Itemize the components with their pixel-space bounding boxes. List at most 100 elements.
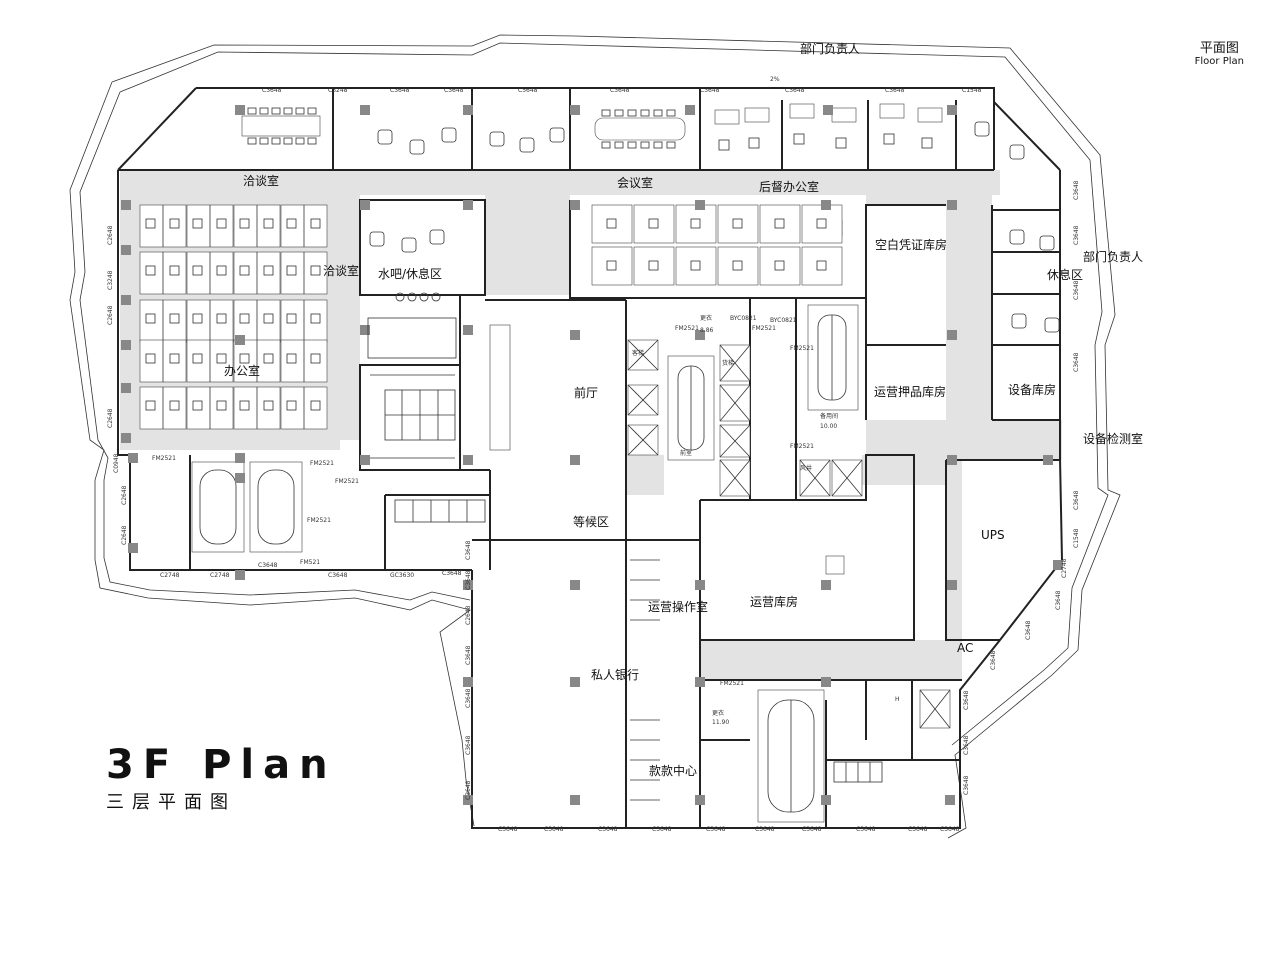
annotation-label: C3648: [465, 735, 472, 755]
chair-icon: [145, 400, 156, 411]
chair-icon: [732, 218, 743, 229]
chair-icon: [307, 137, 317, 145]
armchair-icon: [519, 137, 535, 153]
armchair-icon: [429, 229, 445, 245]
plan-title-en: 3F Plan: [106, 742, 337, 788]
chair-icon: [640, 109, 650, 117]
annotation-label: C3648: [963, 775, 970, 795]
column-marker: [695, 330, 705, 340]
label-dept-head-top: 部门负责人: [800, 41, 860, 56]
facade-outline: [69, 34, 1121, 839]
annotation-label: FM2521: [152, 455, 176, 462]
stool-icon: [407, 292, 417, 302]
armchair-icon: [549, 127, 565, 143]
label-cash-center: 款款中心: [649, 763, 697, 778]
chair-icon: [263, 400, 274, 411]
chair-icon: [263, 265, 274, 276]
chair-icon: [614, 141, 624, 149]
chair-icon: [283, 137, 293, 145]
label-meeting-room: 会议室: [617, 175, 653, 190]
chair-icon: [286, 353, 297, 364]
chair-icon: [793, 133, 805, 145]
chair-icon: [145, 313, 156, 324]
chair-icon: [921, 137, 933, 149]
annotation-label: 2%: [770, 76, 780, 83]
annotation-label: C3648: [908, 826, 928, 833]
chair-icon: [606, 218, 617, 229]
chair-icon: [169, 265, 180, 276]
label-waiting-area: 等候区: [573, 515, 609, 529]
floor-plan-title-en: Floor Plan: [1194, 56, 1244, 67]
label-backoffice: 后督办公室: [759, 179, 819, 194]
annotation-label: C3648: [706, 826, 726, 833]
desk-icon: [917, 107, 943, 123]
plan-title-block: 3F Plan 三层平面图: [106, 742, 337, 814]
label-blank-voucher-store: 空白凭证库房: [875, 237, 947, 252]
column-marker: [695, 580, 705, 590]
annotation-label: C5648: [518, 87, 538, 94]
annotation-label: C3648: [465, 780, 472, 800]
label-lobby: 前厅: [574, 385, 598, 400]
chair-icon: [648, 260, 659, 271]
chair-icon: [216, 313, 227, 324]
annotation-label: C3648: [1073, 490, 1080, 510]
column-marker: [570, 330, 580, 340]
annotation-label: C2648: [107, 408, 114, 428]
chair-icon: [263, 313, 274, 324]
toilet-stalls: [367, 317, 883, 801]
chair-icon: [310, 400, 321, 411]
annotation-label: C3648: [442, 570, 462, 577]
chair-icon: [259, 137, 269, 145]
column-marker: [121, 340, 131, 350]
label-private-bank: 私人银行: [591, 668, 639, 682]
column-marker: [121, 245, 131, 255]
chair-icon: [216, 400, 227, 411]
column-marker: [947, 200, 957, 210]
annotation-label: C0948: [113, 453, 120, 473]
chair-icon: [640, 141, 650, 149]
armchair-icon: [1039, 235, 1055, 251]
annotation-label: C3648: [390, 87, 410, 94]
annotation-label: C3648: [802, 826, 822, 833]
stool-icon: [431, 292, 441, 302]
armchair-icon: [489, 131, 505, 147]
annotation-label: FM2521: [752, 325, 776, 332]
annotation-label: C3648: [498, 826, 518, 833]
structural-columns: [121, 105, 1063, 805]
annotation-label: FM2521: [675, 325, 699, 332]
chair-icon: [263, 218, 274, 229]
label-water-bar: 水吧/休息区: [378, 266, 442, 281]
chair-icon: [627, 141, 637, 149]
annotation-label: C2648: [107, 305, 114, 325]
annotation-label: BYC0821: [770, 317, 797, 324]
column-marker: [463, 325, 473, 335]
chair-icon: [239, 313, 250, 324]
column-marker: [121, 383, 131, 393]
annotation-label: FM2521: [790, 345, 814, 352]
annotation-label: BYC0821: [730, 315, 757, 322]
workstation-desk: [633, 246, 675, 286]
column-marker: [821, 200, 831, 210]
column-marker: [121, 200, 131, 210]
column-marker: [235, 453, 245, 463]
chair-icon: [192, 218, 203, 229]
chair-icon: [601, 141, 611, 149]
armchair-icon: [401, 237, 417, 253]
annotation-label: FM2521: [307, 517, 331, 524]
chair-icon: [145, 265, 156, 276]
annotation-label: C2748: [160, 572, 180, 579]
column-marker: [947, 455, 957, 465]
annotation-label: C3648: [963, 735, 970, 755]
column-marker: [463, 455, 473, 465]
workstation-desk: [675, 204, 717, 244]
chair-icon: [192, 353, 203, 364]
workstation-desk: [633, 204, 675, 244]
chair-icon: [286, 313, 297, 324]
chair-icon: [310, 353, 321, 364]
annotation-label: C3648: [990, 650, 997, 670]
annotation-label: C3648: [465, 645, 472, 665]
column-marker: [947, 580, 957, 590]
